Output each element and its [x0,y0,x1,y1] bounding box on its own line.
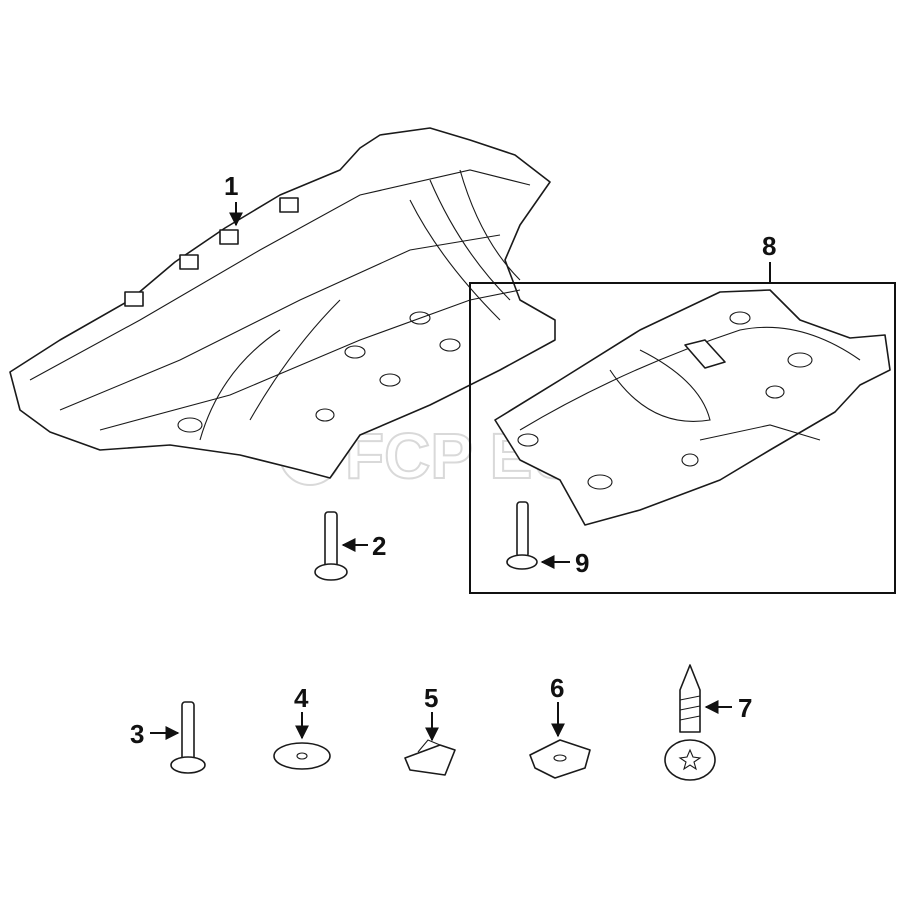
callout-4: 4 [294,683,309,713]
part-1-splash-shield [9,127,556,479]
callout-8: 8 [762,231,776,261]
callout-6: 6 [550,673,564,703]
callout-2: 2 [372,531,386,561]
part-4-washer [273,742,331,770]
part-7-screw [664,664,716,781]
part-9-bolt [506,501,538,570]
callout-9: 9 [575,548,589,578]
callout-3: 3 [130,719,144,749]
part-8-shield [494,289,891,526]
part-3-bolt [170,701,206,774]
callout-5: 5 [424,683,438,713]
part-8-group-box [469,282,896,594]
callout-7: 7 [738,693,752,723]
part-2-bolt [314,511,348,581]
callout-1: 1 [224,171,238,201]
part-5-clip [404,739,456,776]
part-6-clip-nut [529,739,591,779]
